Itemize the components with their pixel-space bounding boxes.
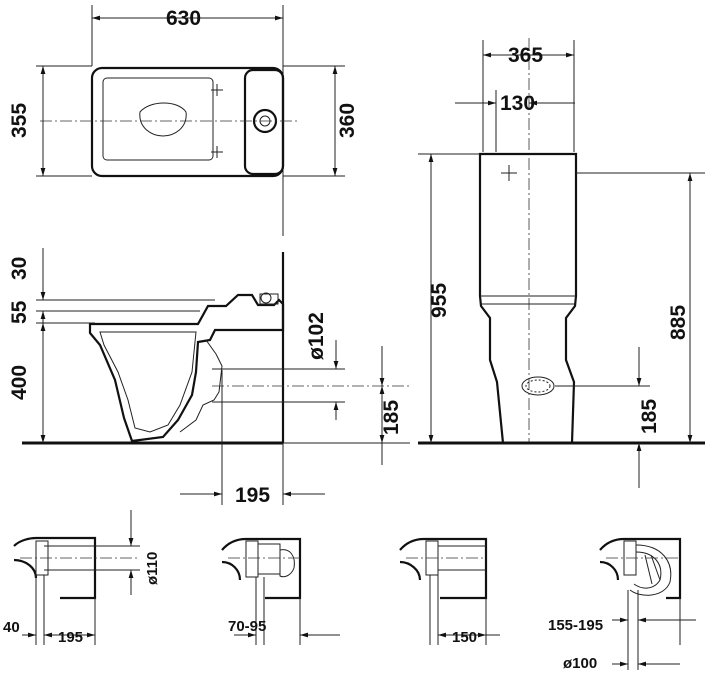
variant-2-offset: 70-95 xyxy=(228,618,266,635)
variant-4-diameter: ø100 xyxy=(563,655,597,672)
variant-vertical-outlet: 155-195 ø100 xyxy=(548,537,696,672)
variant-short-outlet: 150 xyxy=(399,537,500,646)
dim-front-offset: 130 xyxy=(500,92,535,115)
variant-4-offset: 155-195 xyxy=(548,617,603,634)
flush-button-icon xyxy=(501,165,517,181)
dim-front-height-cistern: 885 xyxy=(667,305,690,340)
dim-side-rim: 55 xyxy=(8,300,31,324)
top-view: 630 355 360 xyxy=(8,5,359,236)
variant-1-offset-a: 40 xyxy=(3,619,20,636)
variant-3-offset: 150 xyxy=(452,629,477,646)
dim-side-height: 400 xyxy=(8,365,31,400)
dim-front-height-total: 955 xyxy=(428,283,451,318)
dim-front-outlet-height: 185 xyxy=(638,399,661,434)
toilet-front-outline xyxy=(478,152,578,445)
dim-top-depth-cistern: 360 xyxy=(336,103,359,138)
side-view: 30 55 400 ø102 185 195 xyxy=(8,248,410,507)
variant-angled-outlet: 70-95 xyxy=(221,537,340,645)
front-view: 365 130 955 885 185 xyxy=(418,38,705,488)
variant-1-offset-b: 195 xyxy=(58,629,83,646)
variant-1-diameter: ø110 xyxy=(144,552,161,585)
cistern-top xyxy=(243,68,285,176)
crosshair-icon xyxy=(211,84,223,158)
dim-side-outlet-offset: 195 xyxy=(235,484,270,507)
dim-top-depth-bowl: 355 xyxy=(8,103,31,138)
toilet-side-outline xyxy=(88,293,285,443)
dim-side-outlet-height: 185 xyxy=(380,400,403,435)
dim-top-width: 630 xyxy=(166,7,201,30)
dim-side-seat-gap: 30 xyxy=(8,257,31,280)
dim-front-width: 365 xyxy=(508,44,543,67)
variant-horizontal-outlet: ø110 40 195 xyxy=(3,510,161,646)
dim-side-outlet-diameter: ø102 xyxy=(305,312,328,360)
